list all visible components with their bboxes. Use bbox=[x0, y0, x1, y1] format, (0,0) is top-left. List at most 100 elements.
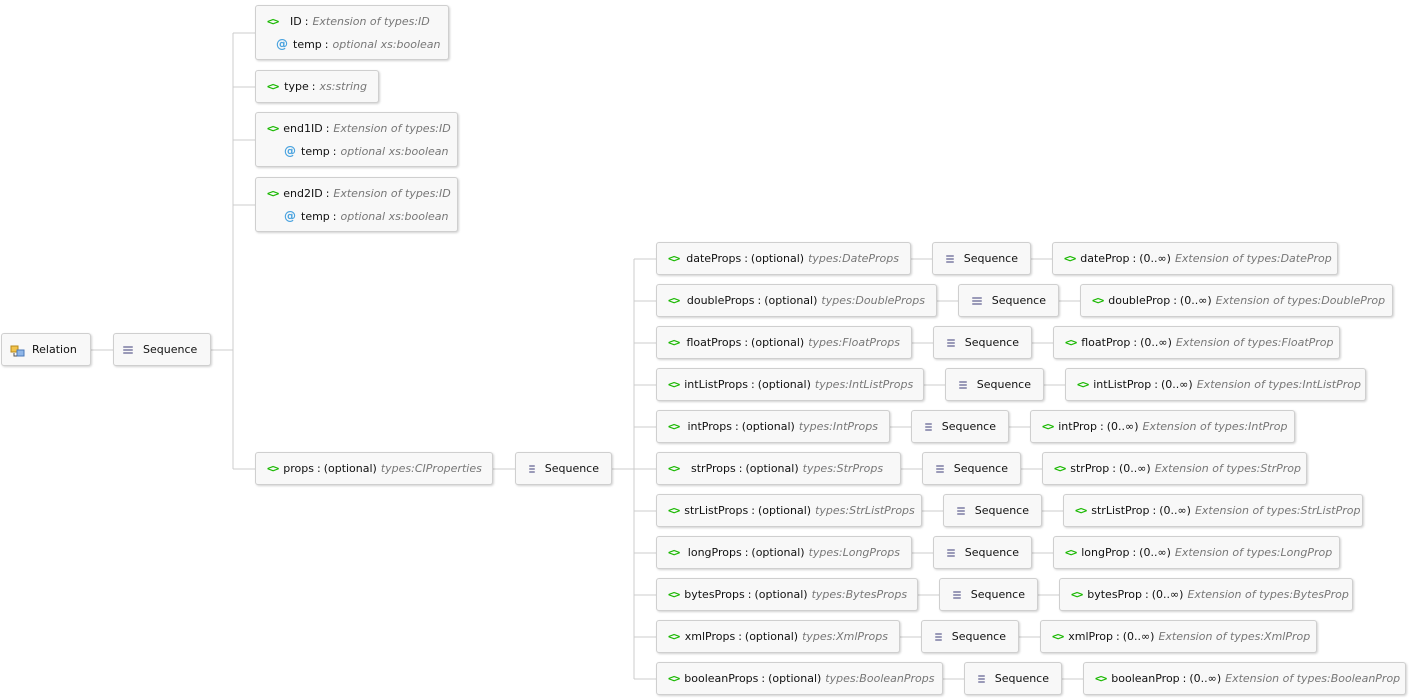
element-multiplicity: (optional) bbox=[754, 588, 808, 601]
element-separator: : bbox=[744, 336, 749, 349]
prop-child-element[interactable]: <> doubleProp : (0..∞) Extension of type… bbox=[1080, 284, 1393, 317]
prop-child-element[interactable]: <> floatProp : (0..∞) Extension of types… bbox=[1053, 326, 1340, 359]
sequence-icon bbox=[945, 254, 955, 264]
element-type: Extension of types:DoubleProp bbox=[1215, 294, 1386, 307]
prop-group-sequence[interactable]: Sequence bbox=[932, 242, 1031, 275]
element-multiplicity: (optional) bbox=[751, 546, 805, 559]
prop-child-element[interactable]: <> intListProp : (0..∞) Extension of typ… bbox=[1065, 368, 1366, 401]
prop-child-element[interactable]: <> booleanProp : (0..∞) Extension of typ… bbox=[1083, 662, 1406, 695]
element-name: floatProp bbox=[1081, 336, 1131, 349]
element-name: end2ID bbox=[283, 187, 323, 200]
prop-child-element[interactable]: <> dateProp : (0..∞) Extension of types:… bbox=[1052, 242, 1338, 275]
element-name: doubleProp bbox=[1108, 294, 1171, 307]
element-multiplicity: (0..∞) bbox=[1151, 588, 1184, 601]
element-multiplicity: (optional) bbox=[768, 672, 822, 685]
element-name: strListProp bbox=[1091, 504, 1150, 517]
element-type: types:LongProps bbox=[808, 546, 900, 559]
prop-group-sequence[interactable]: Sequence bbox=[964, 662, 1062, 695]
sequence-label: Sequence bbox=[964, 546, 1019, 559]
element-separator: : bbox=[1152, 504, 1157, 517]
element-props[interactable]: <> props : (optional) types:CIProperties bbox=[255, 452, 493, 485]
prop-child-element[interactable]: <> longProp : (0..∞) Extension of types:… bbox=[1053, 536, 1340, 569]
sequence-icon bbox=[956, 506, 966, 516]
prop-group-sequence[interactable]: Sequence bbox=[943, 494, 1042, 527]
element-name: longProps bbox=[687, 546, 742, 559]
prop-group-element[interactable]: <> bytesProps : (optional) types:BytesPr… bbox=[656, 578, 918, 611]
root-sequence[interactable]: Sequence bbox=[113, 333, 211, 366]
prop-child-element[interactable]: <> intProp : (0..∞) Extension of types:I… bbox=[1030, 410, 1295, 443]
sequence-icon bbox=[924, 422, 933, 432]
element-multiplicity: (0..∞) bbox=[1139, 546, 1171, 559]
element-end2id[interactable]: <> end2ID : Extension of types:ID @ temp… bbox=[255, 177, 458, 232]
element-separator: : bbox=[751, 504, 755, 517]
prop-group-element[interactable]: <> strProps : (optional) types:StrProps bbox=[656, 452, 901, 485]
element-multiplicity: (optional) bbox=[757, 504, 812, 517]
attribute-icon: @ bbox=[284, 209, 296, 223]
attribute-separator: : bbox=[324, 38, 329, 51]
element-separator: : bbox=[1173, 294, 1177, 307]
prop-group-element[interactable]: <> intListProps : (optional) types:IntLi… bbox=[656, 368, 924, 401]
element-type: types:FloatProps bbox=[808, 336, 900, 349]
element-type: types:StrListProps bbox=[815, 504, 915, 517]
prop-group-sequence[interactable]: Sequence bbox=[922, 452, 1021, 485]
prop-group-sequence[interactable]: Sequence bbox=[933, 326, 1032, 359]
element-icon: <> bbox=[668, 672, 680, 685]
prop-group-element[interactable]: <> strListProps : (optional) types:StrLi… bbox=[656, 494, 922, 527]
attribute-type: optional xs:boolean bbox=[340, 210, 449, 223]
element-icon: <> bbox=[668, 336, 680, 349]
prop-group-element[interactable]: <> intProps : (optional) types:IntProps bbox=[656, 410, 890, 443]
prop-group-element[interactable]: <> longProps : (optional) types:LongProp… bbox=[656, 536, 912, 569]
prop-group-sequence[interactable]: Sequence bbox=[945, 368, 1044, 401]
prop-group-element[interactable]: <> xmlProps : (optional) types:XmlProps bbox=[656, 620, 900, 653]
prop-group-sequence[interactable]: Sequence bbox=[921, 620, 1019, 653]
prop-group-sequence[interactable]: Sequence bbox=[933, 536, 1032, 569]
element-id[interactable]: <> ID : Extension of types:ID @ temp : o… bbox=[255, 5, 449, 60]
props-sequence[interactable]: Sequence bbox=[515, 452, 612, 485]
prop-group-element[interactable]: <> doubleProps : (optional) types:Double… bbox=[656, 284, 937, 317]
element-separator: : bbox=[738, 462, 743, 475]
sequence-icon bbox=[971, 296, 983, 306]
sequence-label: Sequence bbox=[941, 420, 996, 433]
element-multiplicity: (0..∞) bbox=[1122, 630, 1155, 643]
element-separator: : bbox=[325, 187, 330, 200]
relation-icon bbox=[10, 343, 26, 357]
element-name: intProp bbox=[1058, 420, 1098, 433]
element-name: dateProps bbox=[686, 252, 742, 265]
prop-group-sequence[interactable]: Sequence bbox=[911, 410, 1009, 443]
prop-child-element[interactable]: <> bytesProp : (0..∞) Extension of types… bbox=[1059, 578, 1353, 611]
prop-group-element[interactable]: <> booleanProps : (optional) types:Boole… bbox=[656, 662, 943, 695]
element-type: Extension of types:IntProp bbox=[1142, 420, 1288, 433]
prop-group-element[interactable]: <> floatProps : (optional) types:FloatPr… bbox=[656, 326, 912, 359]
element-name: ID bbox=[290, 15, 302, 28]
element-multiplicity: (optional) bbox=[764, 294, 818, 307]
element-type[interactable]: <> type : xs:string bbox=[255, 70, 379, 103]
root-element-relation[interactable]: Relation bbox=[1, 333, 91, 366]
prop-child-element[interactable]: <> strProp : (0..∞) Extension of types:S… bbox=[1042, 452, 1307, 485]
element-multiplicity: (optional) bbox=[745, 462, 799, 475]
element-end1id[interactable]: <> end1ID : Extension of types:ID @ temp… bbox=[255, 112, 458, 167]
element-name: bytesProp bbox=[1087, 588, 1142, 601]
sequence-label: Sequence bbox=[143, 343, 198, 356]
element-icon: <> bbox=[267, 122, 279, 135]
attribute-type: optional xs:boolean bbox=[340, 145, 449, 158]
element-separator: : bbox=[747, 588, 752, 601]
element-name: booleanProps bbox=[684, 672, 759, 685]
element-icon: <> bbox=[1092, 294, 1104, 307]
element-icon: <> bbox=[668, 546, 680, 559]
prop-child-element[interactable]: <> xmlProp : (0..∞) Extension of types:X… bbox=[1040, 620, 1317, 653]
prop-group-sequence[interactable]: Sequence bbox=[939, 578, 1038, 611]
element-separator: : bbox=[325, 122, 330, 135]
attribute-separator: : bbox=[332, 145, 337, 158]
element-type: Extension of types:IntListProp bbox=[1196, 378, 1361, 391]
prop-group-element[interactable]: <> dateProps : (optional) types:DateProp… bbox=[656, 242, 911, 275]
element-separator: : bbox=[757, 294, 762, 307]
sequence-label: Sequence bbox=[963, 252, 1018, 265]
element-separator: : bbox=[734, 420, 739, 433]
element-name: intListProp bbox=[1093, 378, 1152, 391]
prop-group-sequence[interactable]: Sequence bbox=[958, 284, 1059, 317]
element-separator: : bbox=[1154, 378, 1158, 391]
prop-child-element[interactable]: <> strListProp : (0..∞) Extension of typ… bbox=[1063, 494, 1363, 527]
element-type: Extension of types:ID bbox=[333, 187, 451, 200]
element-name: end1ID bbox=[283, 122, 323, 135]
attribute-type: optional xs:boolean bbox=[332, 38, 441, 51]
